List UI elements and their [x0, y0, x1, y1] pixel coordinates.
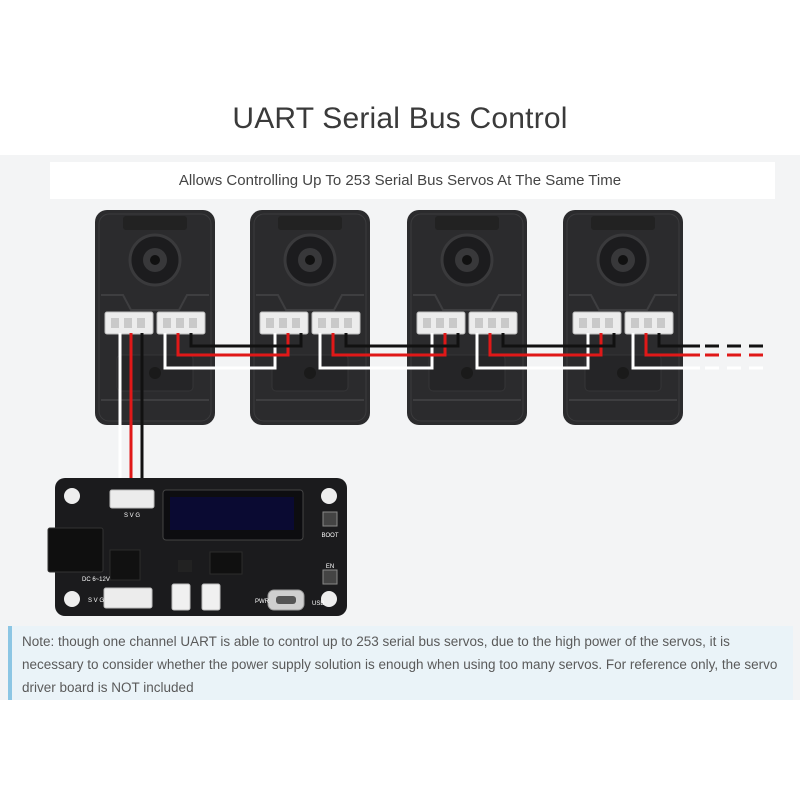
servo-2: [248, 208, 372, 427]
servo-4: [561, 208, 685, 427]
subtitle: Allows Controlling Up To 253 Serial Bus …: [178, 172, 622, 189]
servo-driver-board: [47, 478, 347, 616]
note-box: Note: though one channel UART is able to…: [8, 626, 793, 700]
boot-label: BOOT: [321, 533, 338, 539]
board-power-label: DC 6~12V: [82, 577, 110, 583]
servo-3: [405, 208, 529, 427]
usb-label: USB: [312, 601, 324, 607]
note-text: Note: though one channel UART is able to…: [22, 634, 778, 695]
board-connector-label: S V G: [124, 513, 140, 519]
bottom-connector-label: S V G: [88, 598, 104, 604]
subtitle-box: [50, 162, 775, 199]
page-title: UART Serial Bus Control: [232, 102, 568, 135]
servo-1: [93, 208, 217, 427]
board-wires: [118, 333, 144, 495]
en-label: EN: [326, 564, 334, 570]
chain-wires: [163, 333, 765, 370]
pwr-label: PWR: [255, 599, 270, 605]
